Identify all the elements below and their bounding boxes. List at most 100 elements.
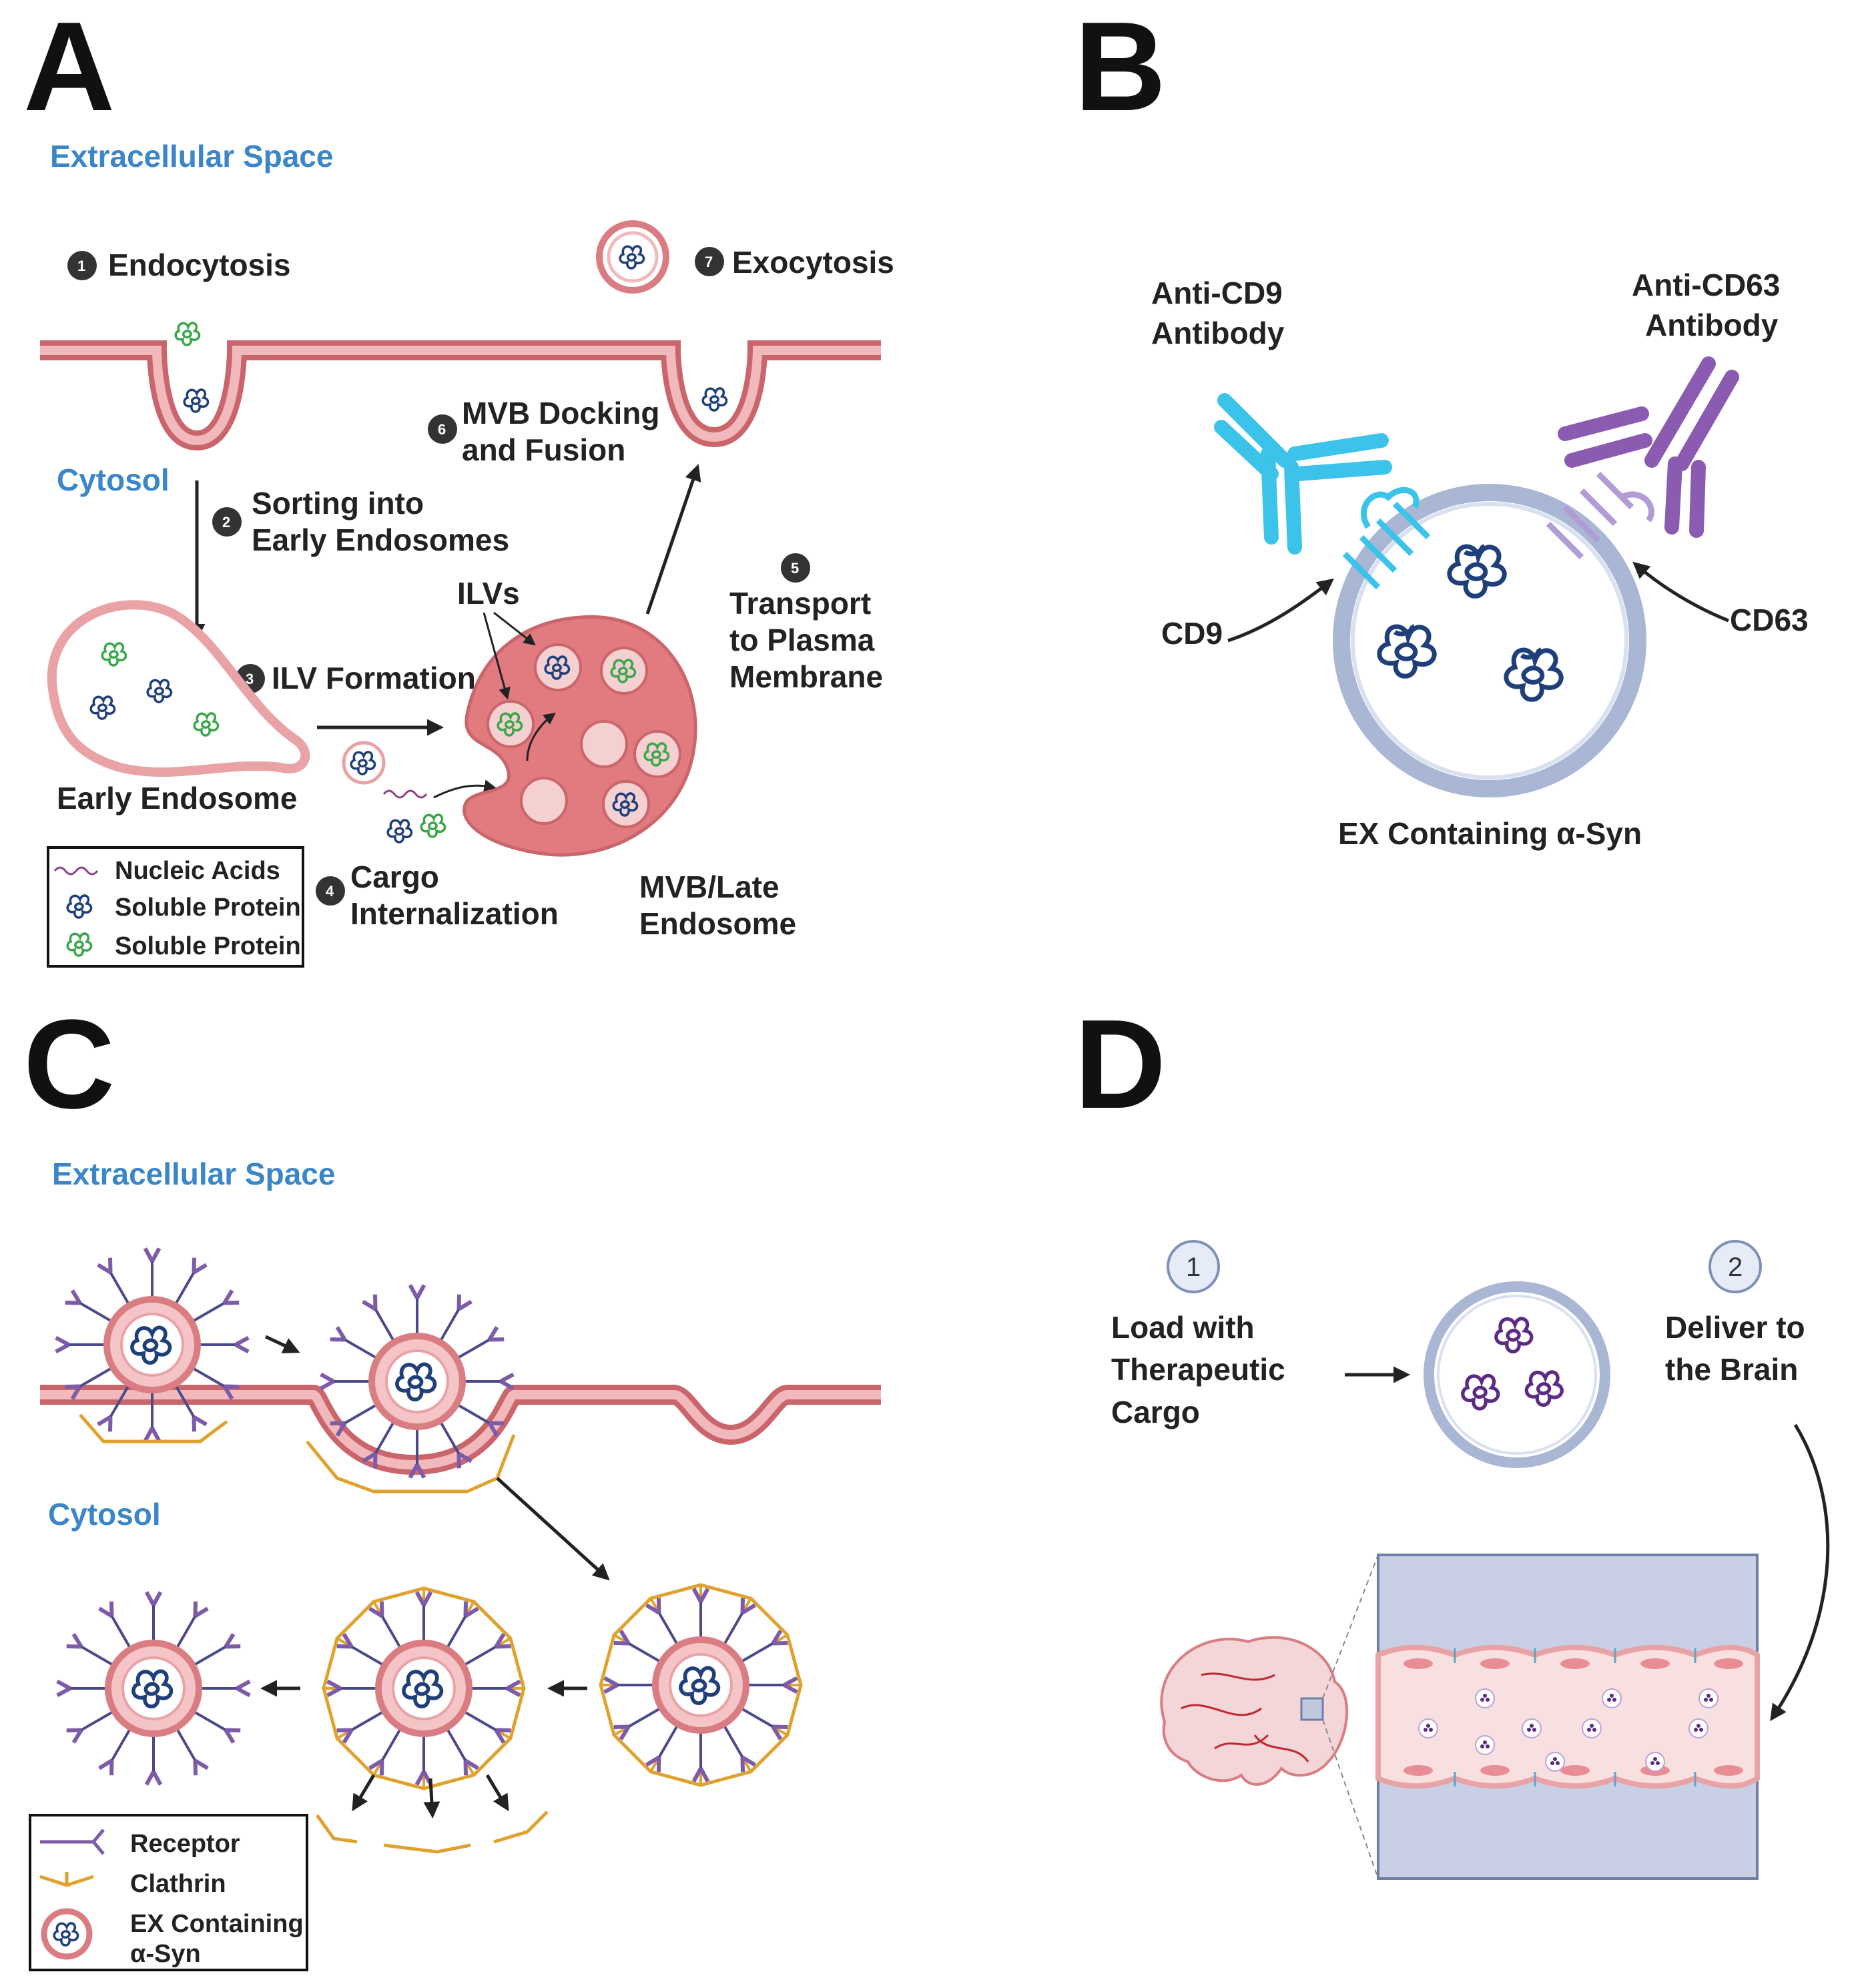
exosome-receptor-icon [56, 1591, 251, 1786]
mvb-label-1: MVB/Late [639, 870, 780, 904]
svg-text:Sorting into: Sorting into [252, 486, 424, 521]
step-7-exocytosis: 7 Exocytosis [695, 245, 894, 280]
step-2-label-2: the Brain [1665, 1352, 1798, 1387]
svg-text:4: 4 [326, 883, 334, 900]
exosome-caption-b: EX Containing α-Syn [1338, 816, 1642, 851]
brain-icon [1160, 1636, 1349, 1786]
panel-letter-c: C [23, 994, 115, 1135]
legend-soluble-protein-green: Soluble Protein [115, 932, 301, 960]
zoom-line-top [1322, 1554, 1379, 1699]
svg-text:6: 6 [438, 421, 446, 438]
step-3-ilv-formation: 3 ILV Formation [236, 661, 476, 695]
arrow-ilvs-2 [483, 612, 511, 700]
anti-cd63-label-2: Antibody [1645, 308, 1779, 342]
anti-cd9-label-2: Antibody [1151, 316, 1285, 350]
exosome-receptor-icon [320, 1284, 515, 1479]
protein-green-icon [174, 322, 201, 346]
step-2-label-1: Deliver to [1665, 1310, 1805, 1345]
step-1-endocytosis: 1 Endocytosis [67, 248, 291, 282]
step-4-cargo-internalization: 4 Cargo Internalization [316, 860, 559, 931]
shed-clathrin-icon [315, 1810, 549, 1854]
protein-blue-icon [183, 388, 210, 413]
legend-clathrin: Clathrin [130, 1870, 226, 1898]
extracellular-space-label-a: Extracellular Space [50, 139, 333, 174]
panel-d: D 1 Load with Therapeutic Cargo 2 Delive… [1074, 994, 1830, 1880]
svg-text:Membrane: Membrane [729, 659, 883, 694]
loaded-exosome-icon [1424, 1281, 1610, 1468]
arrow-deliver [1770, 1423, 1830, 1722]
panel-a: A Extracellular Space Cytosol 1 Endocyto… [23, 0, 894, 968]
svg-text:Early Endosomes: Early Endosomes [252, 523, 509, 557]
legend-c: Receptor Clathrin EX Containing α-Syn [29, 1814, 308, 1971]
arrow-c2 [496, 1477, 610, 1581]
step-1-label-2: Therapeutic [1111, 1352, 1285, 1387]
anti-cd9-label-1: Anti-CD9 [1151, 276, 1283, 310]
step-5-transport: 5 Transport to Plasma Membrane [729, 553, 883, 694]
svg-text:5: 5 [791, 560, 799, 577]
svg-text:2: 2 [1728, 1253, 1743, 1282]
arrow-c5 [352, 1774, 376, 1812]
cd63-tetraspanin-icon [1546, 471, 1654, 560]
arrow-ilvs-1 [493, 611, 536, 646]
clathrin-coat [306, 1434, 516, 1494]
mvb-late-endosome-icon [462, 615, 697, 857]
anti-cd63-label-1: Anti-CD63 [1632, 268, 1780, 302]
panel-c: C Extracellular Space Cytosol [23, 994, 881, 1971]
svg-text:7: 7 [705, 254, 713, 270]
cargo-icon [342, 741, 446, 844]
svg-text:ILV Formation: ILV Formation [272, 661, 476, 695]
panel-letter-b: B [1074, 0, 1166, 137]
arrow-cd9 [1227, 578, 1334, 643]
ilvs-label: ILVs [457, 576, 520, 611]
step-6-mvb-docking: 6 MVB Docking and Fusion [428, 396, 659, 467]
cytosol-label-a: Cytosol [57, 462, 170, 497]
svg-text:Transport: Transport [729, 586, 871, 621]
panel-letter-a: A [23, 0, 115, 137]
protein-blue-icon [701, 387, 728, 412]
arrow-cargo [433, 779, 497, 799]
cd63-label: CD63 [1730, 603, 1809, 637]
svg-text:Exocytosis: Exocytosis [732, 245, 894, 280]
clathrin-coat [79, 1413, 228, 1443]
svg-text:2: 2 [222, 514, 230, 531]
svg-text:MVB Docking: MVB Docking [462, 396, 659, 430]
legend-receptor: Receptor [130, 1830, 240, 1858]
mvb-label-2: Endosome [639, 906, 796, 941]
panel-letter-d: D [1074, 994, 1166, 1135]
svg-text:1: 1 [1186, 1253, 1201, 1282]
legend-ex-2: α-Syn [130, 1940, 201, 1968]
arrow-c7 [485, 1774, 509, 1812]
svg-text:3: 3 [246, 671, 254, 687]
exosome-coated-icon [599, 1583, 803, 1787]
cd9-label: CD9 [1161, 616, 1223, 651]
legend-soluble-protein-blue: Soluble Protein [115, 894, 301, 922]
cytosol-label-c: Cytosol [48, 1497, 161, 1532]
cd9-tetraspanin-icon [1342, 486, 1431, 590]
step-1-badge-d: 1 [1167, 1240, 1220, 1293]
svg-text:and Fusion: and Fusion [462, 432, 625, 467]
blood-vessel-inset [1375, 1554, 1760, 1880]
early-endosome-label: Early Endosome [57, 781, 297, 815]
step-2-sorting: 2 Sorting into Early Endosomes [212, 486, 509, 557]
exosome-coated-icon [322, 1586, 526, 1790]
exosome-receptor-icon [55, 1247, 250, 1442]
exosome-released-icon [596, 220, 669, 294]
anti-cd9-antibody-icon [1214, 393, 1392, 555]
extracellular-space-label-c: Extracellular Space [52, 1156, 335, 1191]
svg-text:1: 1 [77, 258, 85, 274]
svg-text:Endocytosis: Endocytosis [108, 248, 291, 282]
step-2-badge-d: 2 [1708, 1240, 1762, 1293]
legend-a: Nucleic Acids Soluble Protein Soluble Pr… [47, 846, 304, 968]
anti-cd63-antibody-icon [1558, 356, 1739, 538]
early-endosome-icon [47, 600, 310, 777]
step-1-label-1: Load with [1111, 1310, 1255, 1345]
svg-text:Cargo: Cargo [350, 860, 439, 894]
panel-b: B Anti-CD9 Antibody Anti-CD63 Antibody [1074, 0, 1809, 851]
legend-ex-1: EX Containing [130, 1910, 304, 1938]
step-1-label-3: Cargo [1111, 1395, 1200, 1429]
arrow-c6 [423, 1778, 440, 1818]
arrow-transport [645, 464, 701, 615]
legend-nucleic-acids: Nucleic Acids [115, 857, 280, 885]
exosome-b-icon [1333, 484, 1646, 797]
